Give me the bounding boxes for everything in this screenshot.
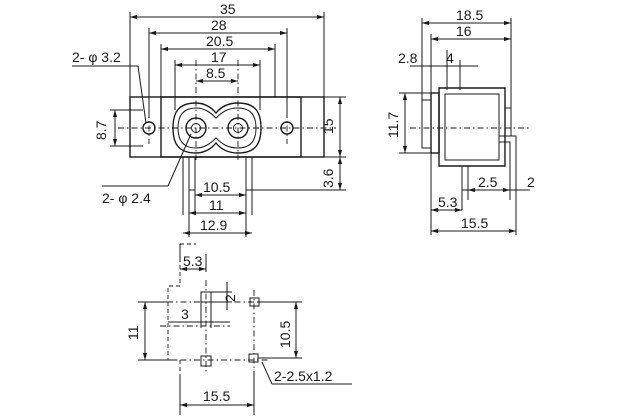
slot-callout: 2-2.5x1.2 [274,368,333,384]
slot-bottom [248,353,259,363]
dim-10-5-pcb: 10.5 [277,321,293,348]
dim-16: 16 [456,23,472,39]
dim-8-5: 8.5 [206,65,226,81]
side-terminal-left [461,165,469,191]
side-body [438,87,506,167]
front-body-outline [160,96,302,158]
dim-15-5-side: 15.5 [461,215,488,231]
dim-17: 17 [211,49,227,65]
dim-18-5: 18.5 [456,7,483,23]
side-terminal-right [498,135,517,191]
dim-2: 2 [527,174,535,190]
front-flange-outline [129,96,325,158]
dim-4: 4 [446,50,454,66]
side-view: 18.5 16 2.8 4 11.7 2.5 2 5.3 15.5 [385,7,535,235]
dim-28: 28 [211,17,227,33]
dim-2-8: 2.8 [398,50,418,66]
dim-3-pcb: 3 [181,306,189,322]
dim-15: 15 [320,118,336,134]
socket-inner-outline [177,107,257,149]
dim-8-7: 8.7 [93,120,109,140]
terminal-right [245,156,253,191]
pins-callout: 2- φ 2.4 [102,190,151,206]
dim-15-5-pcb: 15.5 [203,388,230,404]
pad-top-left [200,291,212,303]
dim-35: 35 [220,1,236,17]
dim-3-6: 3.6 [320,168,336,188]
socket-outline [172,102,262,154]
dim-11: 11 [209,197,224,213]
holes-callout: 2- φ 3.2 [72,49,121,65]
side-flange [430,92,440,154]
dim-12-9: 12.9 [200,217,227,233]
dim-11-pcb: 11 [125,325,141,340]
dim-5-3-pcb: 5.3 [183,253,203,269]
dim-5-3: 5.3 [438,194,458,210]
dim-20-5: 20.5 [206,33,233,49]
dim-2-pcb: 2 [222,294,238,302]
dim-10-5: 10.5 [203,179,230,195]
side-insert [421,99,432,149]
dim-2-5: 2.5 [478,174,498,190]
front-view: 35 28 20.5 17 8.5 8.7 15 3.6 10.5 11 12.… [72,1,346,237]
pcb-outline [167,244,181,412]
dim-11-7: 11.7 [385,112,401,138]
pcb-view: 5.3 2 3 11 10.5 15.5 2-2.5x1.2 [125,243,352,415]
terminal-left [188,156,196,191]
